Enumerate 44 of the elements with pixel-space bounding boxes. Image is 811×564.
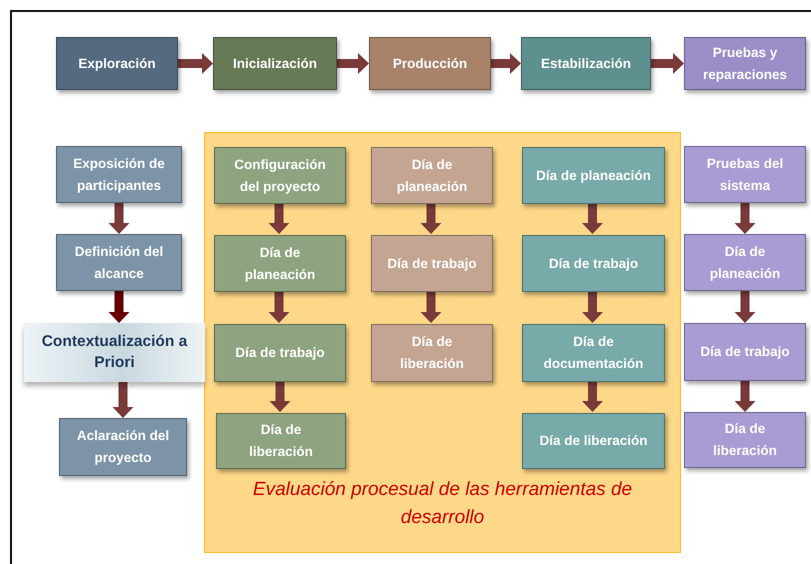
phase-box: Exploración	[56, 37, 178, 90]
step-box: Día de trabajo	[522, 235, 665, 292]
arrow	[491, 53, 521, 74]
highlight-box: Contextualización a Priori	[24, 323, 205, 382]
arrow	[268, 291, 290, 323]
step-box: Definición del alcance	[56, 234, 182, 291]
arrow	[420, 291, 442, 323]
arrow	[108, 203, 130, 234]
step-box: Día de liberación	[371, 324, 493, 382]
step-box: Día de liberación	[684, 412, 806, 468]
step-box: Día de liberación	[216, 413, 346, 469]
step-box: Día de planeación	[214, 235, 346, 292]
arrow	[651, 53, 684, 74]
arrow	[112, 382, 134, 418]
arrow	[734, 203, 756, 234]
step-box: Día de planeación	[522, 147, 665, 204]
step-box: Día de documentación	[522, 324, 665, 382]
phase-box: Estabilización	[521, 37, 651, 90]
step-box: Día de planeación	[684, 234, 806, 291]
arrow	[582, 291, 603, 323]
step-box: Día de trabajo	[214, 324, 346, 382]
step-box: Día de trabajo	[684, 323, 806, 381]
arrow	[268, 203, 290, 234]
step-box: Día de liberación	[522, 413, 665, 469]
phase-box: Pruebas y reparaciones	[684, 37, 806, 90]
step-box: Pruebas del sistema	[684, 146, 806, 203]
arrow	[270, 381, 290, 412]
arrow	[582, 381, 603, 412]
step-box: Día de planeación	[371, 147, 493, 204]
step-box: Exposición de participantes	[56, 146, 182, 203]
arrow	[337, 53, 369, 74]
arrow	[178, 53, 213, 74]
step-box: Aclaración del proyecto	[59, 418, 187, 476]
arrow	[420, 203, 442, 234]
phase-box: Inicialización	[213, 37, 337, 90]
step-box: Configuración del proyecto	[214, 147, 346, 204]
arrow	[734, 291, 756, 323]
band-title: Evaluación procesual de las herramientas de desarrollo	[252, 478, 634, 530]
arrow	[108, 291, 130, 323]
evaluation-band	[204, 132, 681, 553]
arrow	[734, 381, 756, 412]
step-box: Día de trabajo	[371, 235, 493, 292]
arrow	[582, 203, 603, 234]
phase-box: Producción	[369, 37, 491, 90]
